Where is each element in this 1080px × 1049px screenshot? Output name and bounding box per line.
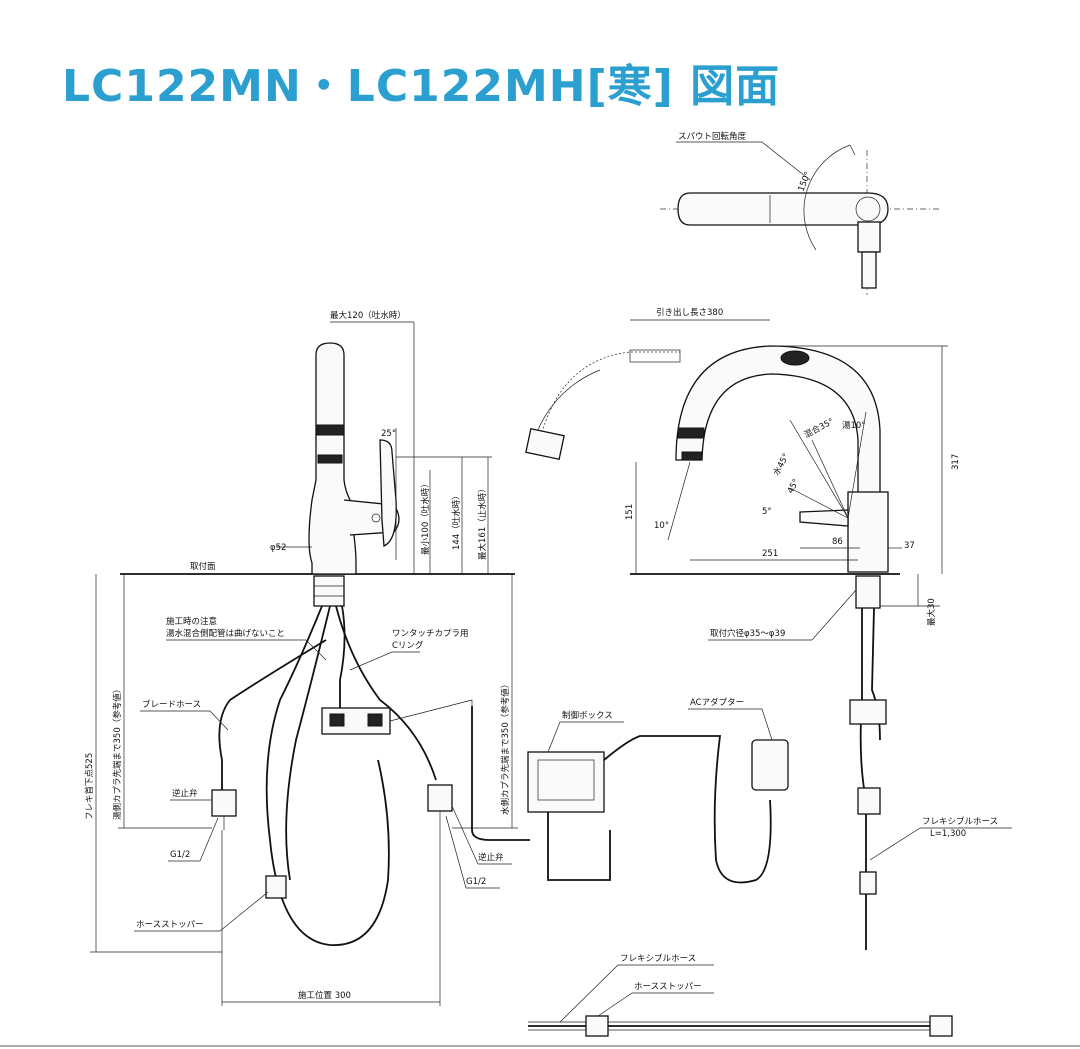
- mount-surface-label: 取付面: [190, 561, 216, 572]
- caution-title: 施工時の注意: [166, 616, 217, 627]
- coupler-label-1: ワンタッチカプラ用: [392, 629, 469, 639]
- hot-10-label: 湯10°: [842, 420, 866, 431]
- deg-10-label: 10°: [654, 521, 669, 531]
- braided-hose-label: ブレードホース: [142, 699, 201, 710]
- hose-stopper-label: ホースストッパー: [136, 920, 204, 930]
- install-300-label: 施工位置 300: [298, 990, 351, 1001]
- mix-35-label: 混合35°: [802, 416, 835, 441]
- deg-5-label: 5°: [762, 507, 772, 517]
- rotation-angle-label: 150°: [797, 170, 814, 193]
- mount-hole-label: 取付穴径φ35〜φ39: [710, 628, 785, 639]
- flex-hose-length-label: L=1,300: [930, 829, 966, 839]
- dim-144-label: 144（吐水時）: [451, 491, 462, 550]
- spout-rotation-label: スパウト回転角度: [678, 131, 747, 142]
- coupler-label-2: Cリング: [392, 640, 424, 651]
- hose-stopper-icon: [265, 875, 287, 899]
- dim-317-label: 317: [951, 454, 961, 470]
- max-30-label: 最大30: [926, 598, 937, 626]
- flex-hose-bottom-label: フレキシブルホース: [620, 953, 696, 964]
- check-valve-left-label: 逆止弁: [172, 788, 198, 799]
- dim-86-label: 86: [832, 537, 843, 547]
- flex-hose-side-label: フレキシブルホース: [922, 816, 998, 827]
- dim-37-label: 37: [904, 541, 915, 551]
- dia-52-label: φ52: [270, 543, 286, 553]
- flex-525-label: フレキ首下点525: [84, 753, 95, 820]
- control-box-icon: [527, 751, 605, 813]
- faucet-side-view: 湯10° 混合35° 水45° 45° 5° 引き出し長さ380 151 10°…: [525, 307, 1012, 950]
- dim-151-label: 151: [625, 504, 635, 520]
- ac-adapter-icon: [751, 739, 789, 791]
- angle-25-label: 25°: [381, 429, 396, 439]
- g12-right-label: G1/2: [466, 877, 486, 887]
- max-161-label: 最大161（止水時）: [477, 484, 488, 560]
- flex-hose-detail: フレキシブルホース ホースストッパー: [0, 953, 1080, 1047]
- caution-text: 湯水混合側配管は曲げないこと: [166, 628, 285, 639]
- page-title: LC122MN・LC122MH[寒] 図面: [62, 61, 781, 112]
- control-box-group: 制御ボックス ACアダプター: [471, 697, 789, 884]
- check-valve-right-label: 逆止弁: [478, 852, 504, 863]
- pullout-380-label: 引き出し長さ380: [656, 307, 723, 318]
- ac-adapter-label: ACアダプター: [690, 697, 744, 708]
- dim-251-label: 251: [762, 549, 778, 559]
- faucet-front-view: 取付面 25° 最大120（吐水時） φ52 最小100（吐水時） 144（吐水…: [84, 310, 518, 1006]
- max-120-label: 最大120（吐水時）: [330, 310, 406, 321]
- g12-left-label: G1/2: [170, 850, 190, 860]
- cold-350-label: 水側カプラ先端まで350（参考値）: [500, 680, 511, 815]
- hot-350-label: 湯側カプラ先端まで350（参考値）: [112, 685, 123, 820]
- check-valve-icon: [211, 789, 237, 817]
- faucet-top-view: スパウト回転角度 150°: [660, 131, 942, 295]
- control-box-label: 制御ボックス: [562, 710, 613, 721]
- water-45-label: 水45°: [771, 451, 792, 477]
- min-label: 最小100（吐水時）: [420, 479, 431, 555]
- hose-stopper-bottom-label: ホースストッパー: [634, 982, 702, 992]
